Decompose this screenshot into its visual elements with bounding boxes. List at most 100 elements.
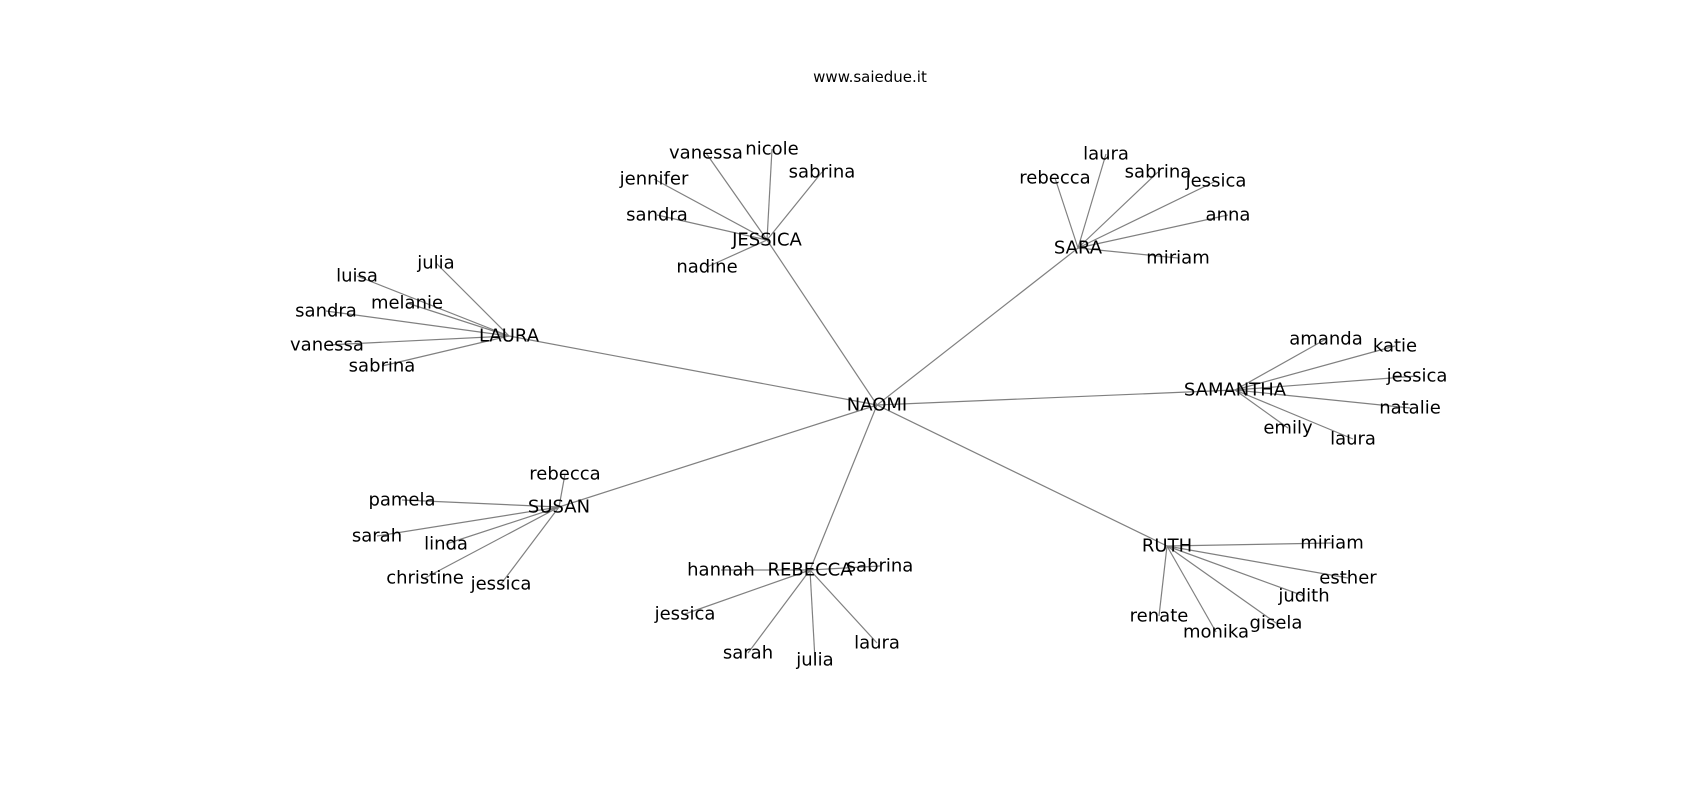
edge-susan-jessica: [500, 506, 560, 585]
edge-root-laura: [508, 335, 878, 406]
edge-root-samantha: [876, 389, 1236, 406]
edge-samantha-emily: [1234, 389, 1289, 429]
edge-ruth-judith: [1166, 545, 1305, 597]
leaf-node-laura-sandra: sandra: [295, 301, 357, 322]
leaf-node-ruth-esther: esther: [1319, 568, 1377, 589]
edges-layer: [325, 148, 1418, 661]
edge-ruth-esther: [1166, 545, 1349, 579]
edge-ruth-gisela: [1166, 545, 1277, 624]
edge-sara-rebecca: [1054, 177, 1079, 249]
edge-rebecca-julia: [809, 569, 816, 661]
edge-root-rebecca: [809, 404, 878, 571]
leaf-node-ruth-renate: renate: [1130, 606, 1189, 627]
edge-samantha-amanda: [1234, 338, 1327, 391]
edge-susan-rebecca: [558, 473, 566, 508]
leaf-node-susan-jessica: jessica: [470, 574, 532, 595]
edge-susan-pamela: [401, 499, 560, 508]
edge-sara-miriam: [1077, 247, 1179, 259]
leaf-node-sara-rebecca: rebecca: [1019, 168, 1090, 189]
hub-node-ruth: RUTH: [1142, 536, 1192, 557]
hub-node-susan: SUSAN: [528, 497, 590, 518]
edge-root-jessica: [766, 239, 878, 406]
edge-susan-sarah: [376, 506, 560, 537]
edge-samantha-jessica: [1234, 375, 1418, 391]
leaf-node-ruth-judith: judith: [1277, 586, 1329, 607]
leaf-node-rebecca-jessica: jessica: [654, 604, 716, 625]
leaf-node-susan-sarah: sarah: [352, 526, 402, 547]
edge-ruth-renate: [1158, 545, 1168, 617]
leaf-node-sara-jessica: jessica: [1185, 171, 1247, 192]
leaf-node-laura-melanie: melanie: [371, 293, 443, 314]
leaf-node-ruth-monika: monika: [1183, 622, 1249, 643]
hub-node-jessica: JESSICA: [731, 230, 802, 251]
edge-rebecca-laura: [809, 569, 878, 644]
leaf-node-rebecca-hannah: hannah: [687, 560, 755, 581]
leaf-node-samantha-emily: emily: [1263, 418, 1313, 439]
leaf-node-jessica-jennifer: jennifer: [619, 169, 689, 190]
leaf-node-samantha-katie: katie: [1373, 336, 1417, 357]
leaf-node-jessica-nicole: nicole: [745, 139, 798, 160]
labels-layer: NAOMI LAURA julia luisa melanie sandra vanessa…: [290, 139, 1447, 671]
leaf-node-sara-anna: anna: [1206, 205, 1251, 226]
edge-rebecca-sarah: [747, 569, 811, 654]
edge-samantha-katie: [1234, 345, 1396, 391]
edge-root-susan: [558, 404, 878, 508]
leaf-node-susan-linda: linda: [424, 534, 468, 555]
leaf-node-laura-luisa: luisa: [336, 266, 378, 287]
edge-susan-linda: [445, 506, 560, 545]
leaf-node-susan-rebecca: rebecca: [529, 464, 600, 485]
edge-laura-vanessa: [326, 335, 510, 346]
leaf-node-rebecca-sabrina: sabrina: [847, 556, 914, 577]
leaf-node-samantha-natalie: natalie: [1379, 398, 1441, 419]
leaf-node-sara-miriam: miriam: [1146, 248, 1210, 269]
edge-rebecca-jessica: [684, 569, 811, 615]
edge-sara-laura: [1077, 153, 1107, 249]
leaf-node-laura-vanessa: vanessa: [290, 335, 364, 356]
edge-jessica-nadine: [706, 239, 768, 268]
leaf-node-samantha-laura: laura: [1330, 429, 1376, 450]
leaf-node-jessica-sandra: sandra: [626, 205, 688, 226]
leaf-node-jessica-nadine: nadine: [676, 257, 737, 278]
edge-sara-anna: [1077, 214, 1229, 249]
leaf-node-susan-pamela: pamela: [368, 490, 435, 511]
edge-root-ruth: [876, 404, 1168, 547]
edge-laura-sandra: [325, 310, 510, 337]
leaf-node-ruth-gisela: gisela: [1250, 613, 1303, 634]
edge-ruth-monika: [1166, 545, 1217, 633]
leaf-node-rebecca-julia: julia: [795, 650, 833, 671]
edge-samantha-natalie: [1234, 389, 1411, 409]
edge-jessica-sabrina: [766, 171, 823, 241]
edge-rebecca-sabrina: [809, 565, 881, 571]
leaf-node-sara-laura: laura: [1083, 144, 1129, 165]
graph-caption: www.saiedue.it: [813, 68, 927, 86]
leaf-node-sara-sabrina: sabrina: [1125, 162, 1192, 183]
edge-susan-christine: [424, 506, 560, 579]
leaf-node-susan-christine: christine: [386, 568, 464, 589]
edge-samantha-laura: [1234, 389, 1354, 440]
edge-root-sara: [876, 247, 1079, 406]
edge-ruth-miriam: [1166, 542, 1333, 547]
leaf-node-samantha-amanda: amanda: [1289, 329, 1362, 350]
edge-laura-melanie: [406, 302, 510, 337]
hub-node-sara: SARA: [1054, 238, 1103, 259]
edge-sara-sabrina: [1077, 171, 1159, 249]
edge-jessica-vanessa: [705, 152, 768, 241]
leaf-node-jessica-sabrina: sabrina: [789, 162, 856, 183]
leaf-node-jessica-vanessa: vanessa: [669, 143, 743, 164]
leaf-node-ruth-miriam: miriam: [1300, 533, 1364, 554]
edge-laura-julia: [435, 262, 510, 337]
hub-node-rebecca: REBECCA: [767, 560, 853, 581]
hub-node-samantha: SAMANTHA: [1184, 380, 1287, 401]
hub-node-laura: LAURA: [479, 326, 540, 347]
leaf-node-rebecca-laura: laura: [854, 633, 900, 654]
root-node-label: NAOMI: [847, 395, 907, 416]
edge-jessica-nicole: [766, 148, 773, 241]
leaf-node-laura-julia: julia: [416, 253, 454, 274]
edge-jessica-jennifer: [653, 178, 768, 241]
edge-laura-luisa: [356, 275, 510, 337]
leaf-node-laura-sabrina: sabrina: [349, 356, 416, 377]
edge-laura-sabrina: [381, 335, 510, 367]
edge-sara-jessica: [1077, 180, 1217, 249]
leaf-node-samantha-jessica: jessica: [1386, 366, 1448, 387]
